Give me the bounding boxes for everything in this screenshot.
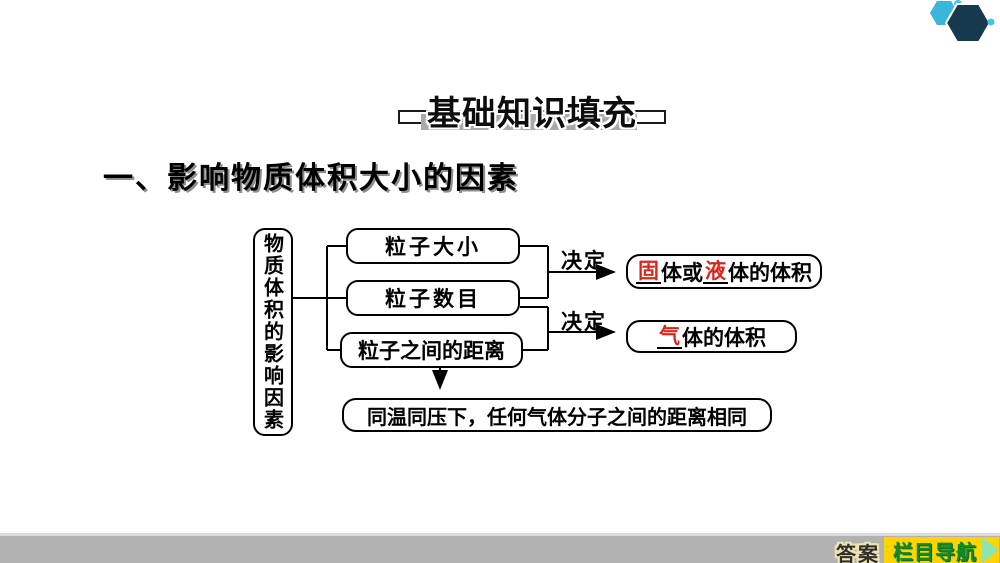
nav-arrow-tip-icon xyxy=(982,537,999,563)
footer-bar: 答案 栏目导航 xyxy=(0,533,1000,563)
page-title: 基础知识填充 xyxy=(427,95,637,133)
answer-blank-solid: 固 xyxy=(636,257,661,285)
factor-box-particle-distance: 粒子之间的距离 xyxy=(340,332,523,368)
section-nav-label: 栏目导航 xyxy=(893,541,977,563)
result1-text-b: 体的体积 xyxy=(728,259,812,285)
section-nav-button[interactable]: 栏目导航 xyxy=(884,537,999,563)
arrow-label-decide-2: 决定 xyxy=(561,309,607,334)
factor-box-particle-number: 粒子数目 xyxy=(346,280,520,316)
dark-hexagon-icon xyxy=(944,3,992,43)
result-box-solid-liquid: 固体或液体的体积 xyxy=(626,254,822,289)
answer-button[interactable]: 答案 xyxy=(836,544,880,563)
result-box-gas: 气体的体积 xyxy=(626,320,797,353)
result2-text: 体的体积 xyxy=(682,324,766,350)
note-box-gas-distance: 同温同压下，任何气体分子之间的距离相同 xyxy=(342,398,772,432)
factor-box-particle-size: 粒子大小 xyxy=(346,228,520,264)
root-factor-box: 物质体积的影响因素 xyxy=(253,228,293,436)
logo-small-dot-icon xyxy=(987,18,995,26)
result1-text-a: 体或 xyxy=(661,259,703,285)
answer-blank-gas: 气 xyxy=(657,322,682,350)
arrow-label-decide-1: 决定 xyxy=(561,248,607,273)
title-gray-bar xyxy=(421,114,637,130)
answer-blank-liquid: 液 xyxy=(703,257,728,285)
brand-logo xyxy=(930,0,995,43)
section-heading: 一、影响物质体积大小的因素 xyxy=(103,162,519,195)
